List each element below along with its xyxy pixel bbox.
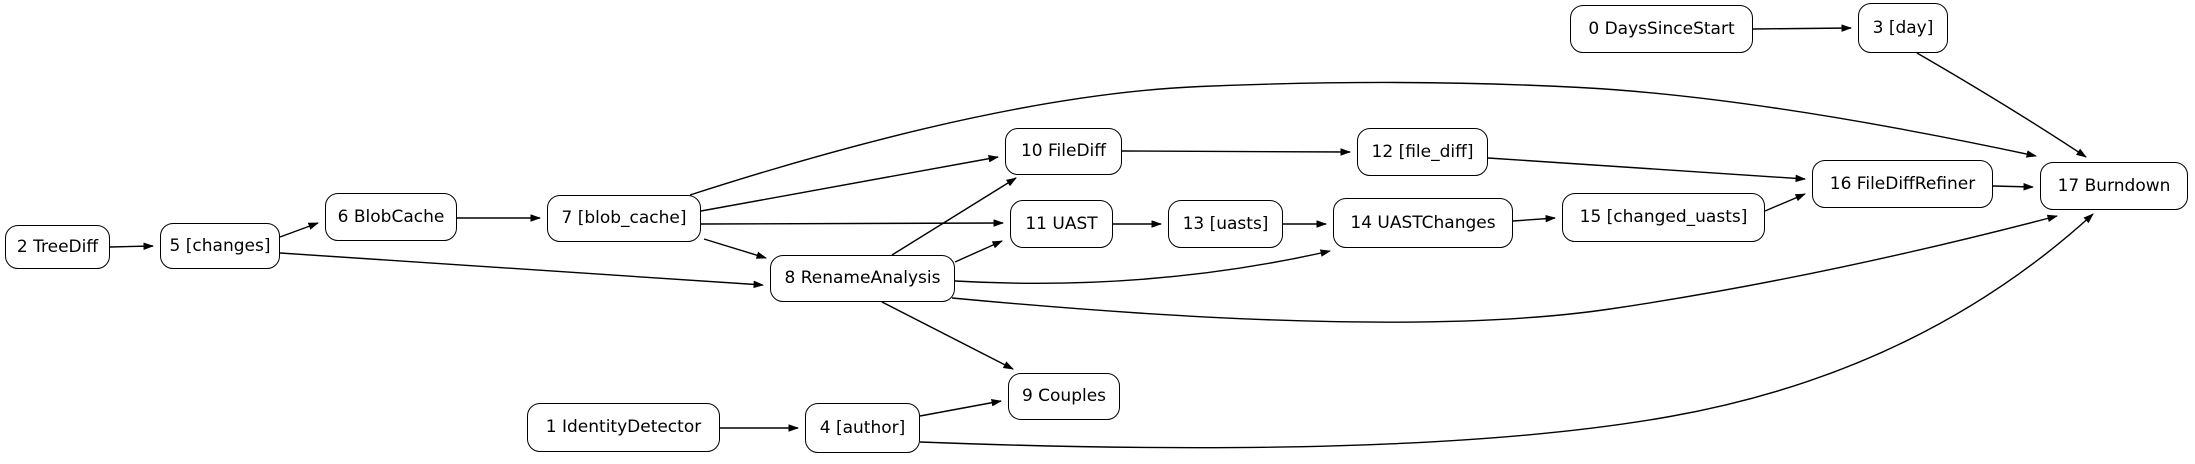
edge-14-to-15 [1512,214,1556,223]
graph-node-11: 11 UAST [1010,200,1113,248]
edge-8-to-10 [891,177,1017,256]
graph-node-14: 14 UASTChanges [1333,198,1513,248]
edge-4-to-17 [919,213,2094,449]
edge-7-to-17 [689,81,2037,196]
edge-3-to-17 [1916,52,2087,158]
graph-node-0: 0 DaysSinceStart [1570,5,1753,53]
graph-node-15: 15 [changed_uasts] [1562,193,1765,242]
graph-node-16: 16 FileDiffRefiner [1812,160,1993,208]
edge-8-to-14 [954,249,1331,285]
edge-8-to-17 [951,214,2058,323]
edge-5-to-6 [279,222,319,238]
edge-15-to-16 [1764,193,1806,212]
graph-node-2: 2 TreeDiff [5,225,110,269]
edge-8-to-11 [954,240,1003,263]
edge-5-to-8 [279,252,764,289]
graph-node-17: 17 Burndown [2040,162,2188,210]
graph-node-5: 5 [changes] [160,223,280,269]
edge-12-to-16 [1487,157,1806,183]
edge-16-to-17 [1992,183,2034,191]
edge-0-to-3 [1752,24,1852,32]
graph-node-6: 6 BlobCache [325,193,457,241]
graph-node-3: 3 [day] [1858,3,1948,53]
graph-node-7: 7 [blob_cache] [547,195,701,242]
graph-node-12: 12 [file_diff] [1357,128,1488,176]
graph-node-10: 10 FileDiff [1005,128,1122,175]
graph-node-13: 13 [uasts] [1168,200,1283,248]
edge-2-to-5 [109,242,154,250]
edge-7-to-11 [700,219,1004,227]
edge-group [109,24,2094,449]
graph-node-1: 1 IdentityDetector [527,403,720,452]
graph-node-9: 9 Couples [1008,373,1120,420]
edge-7-to-10 [700,155,999,212]
edge-8-to-9 [881,301,1014,370]
edge-7-to-8 [703,238,767,259]
graph-node-8: 8 RenameAnalysis [770,255,955,302]
graph-node-4: 4 [author] [805,403,920,453]
edge-10-to-12 [1121,148,1351,156]
edge-4-to-9 [919,399,1002,417]
